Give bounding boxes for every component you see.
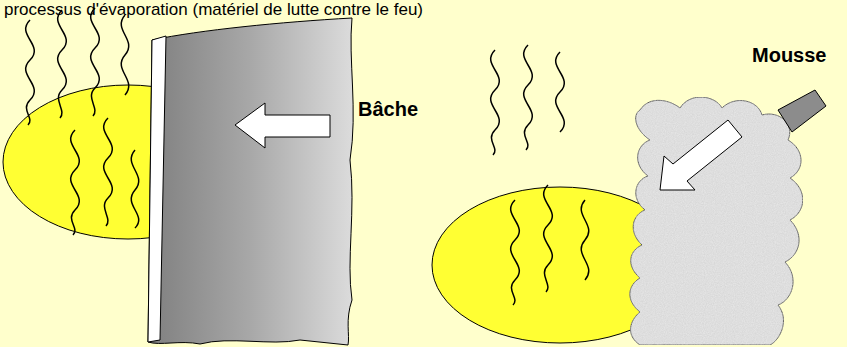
tarp-edge: [148, 36, 166, 342]
part-label: Bâche: [358, 98, 418, 121]
motion-arrow: [235, 103, 330, 148]
tarp: [148, 18, 353, 345]
vapour-lines: [491, 45, 589, 305]
motion-arrow: [660, 120, 742, 190]
foam-nozzle: [778, 90, 826, 132]
part-label: Mousse: [752, 44, 826, 67]
caption-text: processus d'évaporation (matériel de lut…: [4, 0, 423, 20]
vapour-lines: [26, 8, 139, 235]
foam: [630, 97, 803, 345]
